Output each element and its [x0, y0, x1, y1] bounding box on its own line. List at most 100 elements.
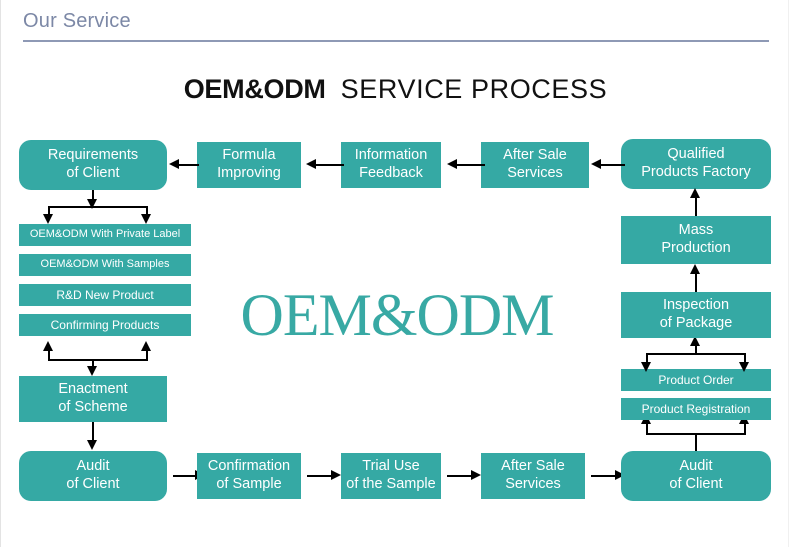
connector-line: [146, 350, 148, 361]
node-label-line2: of Scheme: [58, 399, 128, 415]
connector-line: [695, 435, 697, 451]
node-label-line2: of Client: [66, 476, 120, 492]
arrow-left-icon: [306, 159, 316, 169]
node-label-line1: Inspection: [662, 297, 730, 314]
node-qualified-products-factory[interactable]: Qualified Products Factory: [621, 139, 771, 189]
node-oem-odm-with-private-label[interactable]: OEM&ODM With Private Label: [19, 224, 191, 246]
node-label-line2: of Client: [66, 165, 120, 181]
connector-line: [646, 353, 746, 355]
diagram-title: OEM&ODM SERVICE PROCESS: [1, 74, 789, 105]
arrow-left-icon: [447, 159, 457, 169]
node-label-line1: Confirmation: [207, 458, 291, 475]
connector-line: [646, 355, 648, 366]
node-label-line1: Enactment: [58, 381, 128, 398]
connector-line: [48, 206, 148, 208]
arrow-left-icon: [169, 159, 179, 169]
node-information-feedback[interactable]: Information Feedback: [341, 142, 441, 188]
arrow-right-icon: [615, 470, 625, 480]
connector-line: [447, 475, 473, 477]
node-confirmation-of-sample[interactable]: Confirmation of Sample: [197, 453, 301, 499]
node-audit-of-client-left[interactable]: Audit of Client: [19, 451, 167, 501]
node-mass-production[interactable]: Mass Production: [621, 216, 771, 264]
node-rd-new-product[interactable]: R&D New Product: [19, 284, 191, 306]
arrow-up-icon: [43, 341, 53, 351]
header-divider: [23, 40, 769, 42]
connector-line: [173, 475, 197, 477]
node-product-order[interactable]: Product Order: [621, 369, 771, 391]
arrow-left-icon: [591, 159, 601, 169]
diagram-title-bold: OEM&ODM: [183, 74, 326, 104]
connector-line: [695, 272, 697, 292]
node-label: Product Order: [658, 372, 734, 387]
arrow-down-icon: [43, 214, 53, 224]
node-label: R&D New Product: [56, 287, 154, 302]
node-label-line2: of Package: [659, 315, 733, 331]
arrow-down-icon: [87, 199, 97, 209]
arrow-up-icon: [690, 188, 700, 198]
node-label-line2: Feedback: [359, 165, 423, 181]
page-title: Our Service: [23, 10, 131, 32]
node-inspection-of-package[interactable]: Inspection of Package: [621, 292, 771, 338]
connector-line: [646, 424, 648, 434]
connector-line: [695, 344, 697, 354]
arrow-up-icon: [690, 336, 700, 346]
node-label: Product Registration: [641, 401, 751, 416]
node-label-line2: Services: [505, 476, 561, 492]
node-label-line2: of Client: [669, 476, 723, 492]
node-label-line2: Improving: [217, 165, 281, 181]
node-label-line1: Requirements: [47, 147, 139, 164]
node-trial-use-of-the-sample[interactable]: Trial Use of the Sample: [341, 453, 441, 499]
connector-line: [599, 164, 625, 166]
node-product-registration[interactable]: Product Registration: [621, 398, 771, 420]
node-label-line2: Services: [507, 165, 563, 181]
connector-line: [744, 424, 746, 434]
connector-line: [146, 206, 148, 217]
connector-line: [744, 355, 746, 366]
node-audit-of-client-right[interactable]: Audit of Client: [621, 451, 771, 501]
node-oem-odm-with-samples[interactable]: OEM&ODM With Samples: [19, 254, 191, 276]
connector-line: [48, 359, 148, 361]
arrow-up-icon: [141, 341, 151, 351]
arrow-down-icon: [141, 214, 151, 224]
node-label-line2: Products Factory: [641, 164, 751, 180]
connector-line: [455, 164, 485, 166]
node-requirements-of-client[interactable]: Requirements of Client: [19, 140, 167, 190]
node-label-line1: Trial Use: [362, 458, 420, 475]
connector-line: [314, 164, 344, 166]
node-label-line1: After Sale: [501, 458, 565, 475]
connector-line: [92, 422, 94, 442]
node-after-sale-services-top[interactable]: After Sale Services: [481, 142, 589, 188]
arrow-up-icon: [690, 264, 700, 274]
node-label-line1: Qualified: [667, 146, 725, 163]
arrow-down-icon: [739, 362, 749, 372]
node-label-line1: Information: [354, 147, 428, 164]
node-label-line1: Mass: [678, 222, 714, 239]
arrow-down-icon: [87, 366, 97, 376]
node-enactment-of-scheme[interactable]: Enactment of Scheme: [19, 376, 167, 422]
node-label-line2: Production: [661, 240, 731, 256]
node-after-sale-services-bottom[interactable]: After Sale Services: [481, 453, 585, 499]
arrow-down-icon: [87, 440, 97, 450]
connector-line: [48, 206, 50, 217]
node-confirming-products[interactable]: Confirming Products: [19, 314, 191, 336]
connector-line: [591, 475, 617, 477]
connector-line: [177, 164, 199, 166]
node-formula-improving[interactable]: Formula Improving: [197, 142, 301, 188]
arrow-down-icon: [641, 362, 651, 372]
connector-line: [646, 433, 746, 435]
page-header: Our Service: [23, 10, 769, 42]
node-label-line2: of Sample: [216, 476, 282, 492]
node-label-line2: of the Sample: [346, 476, 436, 492]
node-label-line1: Formula: [222, 147, 276, 164]
node-label-line1: Audit: [679, 458, 713, 475]
arrow-right-icon: [471, 470, 481, 480]
node-label: Confirming Products: [50, 317, 160, 332]
arrow-right-icon: [331, 470, 341, 480]
oem-odm-watermark: OEM&ODM: [240, 282, 554, 348]
connector-line: [48, 350, 50, 361]
node-label: OEM&ODM With Private Label: [29, 228, 181, 241]
diagram-title-normal: SERVICE PROCESS: [340, 74, 608, 104]
connector-line: [307, 475, 333, 477]
connector-line: [92, 359, 94, 368]
